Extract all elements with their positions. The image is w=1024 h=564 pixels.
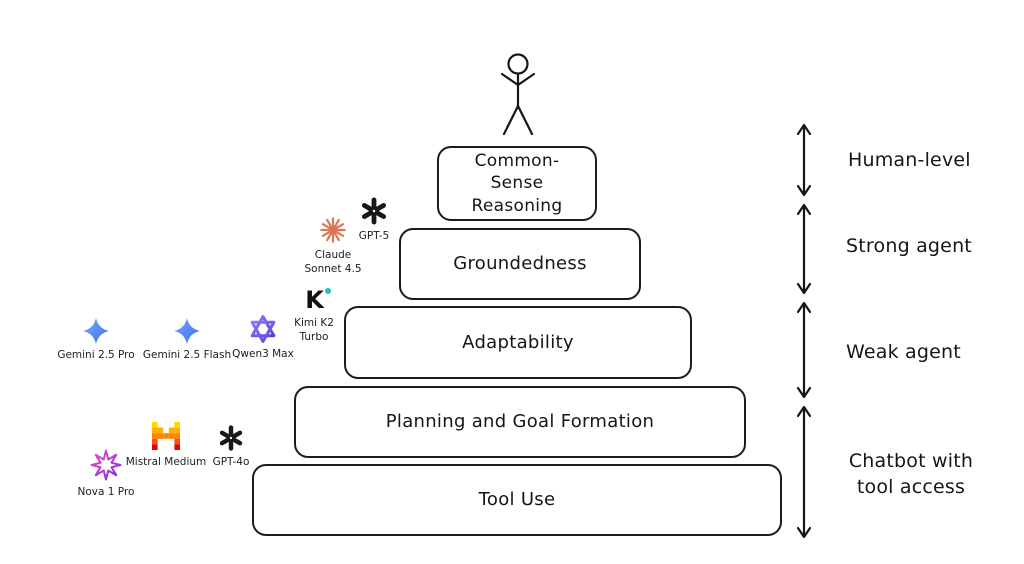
kimi-icon: K bbox=[305, 286, 331, 314]
model-label: Gemini 2.5 Flash bbox=[142, 349, 232, 361]
model-label: Claude Sonnet 4.5 bbox=[304, 249, 362, 275]
capability-label-strong-agent: Strong agent bbox=[846, 235, 972, 257]
double-arrow-strong-agent bbox=[796, 203, 812, 295]
model-gemini-2-5-flash: Gemini 2.5 Flash bbox=[142, 317, 232, 363]
model-gpt-5: GPT-5 bbox=[352, 196, 396, 244]
pyramid-level-adaptability: Adaptability bbox=[344, 306, 692, 379]
pyramid-level-common-sense-reasoning: Common-Sense Reasoning bbox=[437, 146, 597, 221]
nova-icon bbox=[90, 449, 122, 481]
model-label: Nova 1 Pro bbox=[77, 486, 135, 498]
model-kimi-k2-turbo: K Kimi K2 Turbo bbox=[289, 287, 339, 344]
model-nova-1-pro: Nova 1 Pro bbox=[74, 448, 138, 500]
model-gpt-4o: GPT-4o bbox=[205, 424, 257, 470]
kimi-letter: K bbox=[305, 286, 324, 314]
double-arrow-chatbot bbox=[796, 405, 812, 539]
double-arrow-weak-agent bbox=[796, 301, 812, 399]
model-label: Gemini 2.5 Pro bbox=[57, 349, 135, 361]
capability-label-human-level: Human-level bbox=[848, 149, 971, 171]
pyramid-level-tool-use: Tool Use bbox=[252, 464, 782, 536]
mistral-icon bbox=[152, 422, 180, 450]
kimi-dot bbox=[324, 288, 331, 294]
model-label: Kimi K2 Turbo bbox=[294, 317, 334, 343]
claude-icon bbox=[320, 217, 346, 243]
model-label: GPT-4o bbox=[212, 456, 250, 468]
model-qwen3-max: Qwen3 Max bbox=[227, 314, 299, 362]
model-mistral-medium: Mistral Medium bbox=[124, 420, 208, 470]
pyramid-level-groundedness: Groundedness bbox=[399, 228, 641, 300]
stick-figure-icon bbox=[500, 53, 536, 136]
capability-label-chatbot-with-tool-access: Chatbot with tool access bbox=[848, 450, 974, 498]
pyramid-level-planning-and-goal-formation: Planning and Goal Formation bbox=[294, 386, 746, 458]
openai-icon bbox=[219, 425, 243, 451]
model-gemini-2-5-pro: Gemini 2.5 Pro bbox=[54, 317, 138, 363]
openai-icon bbox=[361, 197, 387, 225]
model-label: Qwen3 Max bbox=[232, 348, 294, 360]
model-label: GPT-5 bbox=[358, 230, 390, 242]
model-label: Mistral Medium bbox=[125, 456, 207, 468]
capability-label-weak-agent: Weak agent bbox=[846, 341, 961, 363]
double-arrow-human-level bbox=[796, 123, 812, 197]
gemini-icon bbox=[174, 318, 200, 344]
qwen-icon bbox=[250, 315, 276, 343]
gemini-icon bbox=[83, 318, 109, 344]
model-claude-sonnet-4-5: Claude Sonnet 4.5 bbox=[304, 215, 362, 276]
